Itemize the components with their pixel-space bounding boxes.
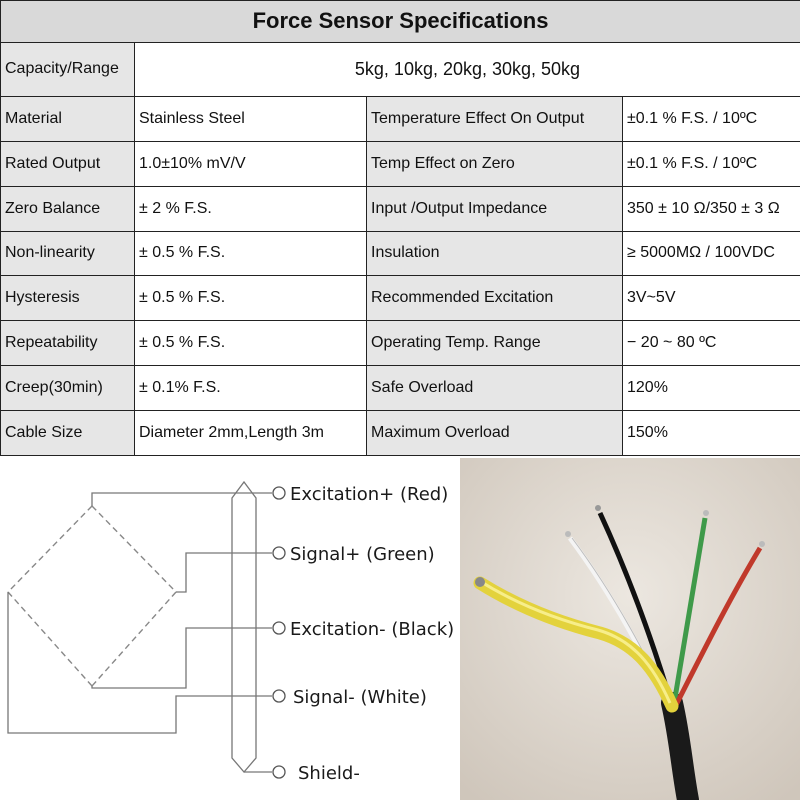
bridge-diamond xyxy=(7,505,177,687)
label-signal-pos: Signal+ (Green) xyxy=(290,544,435,565)
table-row: Cable Size Diameter 2mm,Length 3m Maximu… xyxy=(0,410,800,456)
wire-green xyxy=(671,517,708,705)
terminal-signal-pos xyxy=(272,546,286,560)
spec-label: Non-linearity xyxy=(0,230,135,277)
label-signal-neg: Signal- (White) xyxy=(293,687,427,708)
spec-label: Rated Output xyxy=(0,140,135,187)
spec-value: ≥ 5000MΩ / 100VDC xyxy=(622,230,800,277)
spec-value: ±0.1 % F.S. / 10ºC xyxy=(622,95,800,142)
spec-value: Stainless Steel xyxy=(134,95,367,142)
spec-label: Zero Balance xyxy=(0,185,135,232)
wire-red xyxy=(673,546,763,707)
spec-value: ± 2 % F.S. xyxy=(134,185,367,232)
spec-value: 3V~5V xyxy=(622,275,800,322)
table-row: Zero Balance ± 2 % F.S. Input /Output Im… xyxy=(0,185,800,232)
spec-table: Force Sensor Specifications Capacity/Ran… xyxy=(0,0,800,456)
spec-label: Input /Output Impedance xyxy=(366,185,623,232)
capacity-value: 5kg, 10kg, 20kg, 30kg, 50kg xyxy=(134,41,800,97)
spec-value: ± 0.5 % F.S. xyxy=(134,275,367,322)
terminal-shield xyxy=(272,765,286,779)
spec-value: ± 0.1% F.S. xyxy=(134,365,367,411)
spec-value: 150% xyxy=(622,410,800,456)
spec-label: Material xyxy=(0,95,135,142)
spec-value: Diameter 2mm,Length 3m xyxy=(134,410,367,456)
spec-value: 350 ± 10 Ω/350 ± 3 Ω xyxy=(622,185,800,232)
table-row: Creep(30min) ± 0.1% F.S. Safe Overload 1… xyxy=(0,365,800,411)
spec-label: Temp Effect on Zero xyxy=(366,140,623,187)
shield-tube xyxy=(231,480,257,773)
spec-label: Operating Temp. Range xyxy=(366,320,623,367)
table-row: Rated Output 1.0±10% mV/V Temp Effect on… xyxy=(0,140,800,187)
spec-label: Maximum Overload xyxy=(366,410,623,456)
black-cable xyxy=(661,692,699,800)
spec-label: Cable Size xyxy=(0,410,135,456)
spec-value: ±0.1 % F.S. / 10ºC xyxy=(622,140,800,187)
spec-label: Hysteresis xyxy=(0,275,135,322)
spec-label: Temperature Effect On Output xyxy=(366,95,623,142)
spec-value: 120% xyxy=(622,365,800,411)
spec-value: ± 0.5 % F.S. xyxy=(134,230,367,277)
cable-photo xyxy=(460,458,800,800)
table-title: Force Sensor Specifications xyxy=(0,0,800,43)
terminal-excitation-neg xyxy=(272,621,286,635)
table-row: Non-linearity ± 0.5 % F.S. Insulation ≥ … xyxy=(0,230,800,277)
spec-label: Recommended Excitation xyxy=(366,275,623,322)
wiring-diagram: Excitation+ (Red) Signal+ (Green) Excita… xyxy=(7,480,454,784)
terminal-circles xyxy=(272,486,286,779)
spec-value: 1.0±10% mV/V xyxy=(134,140,367,187)
spec-label: Safe Overload xyxy=(366,365,623,411)
spec-label: Insulation xyxy=(366,230,623,277)
spec-label: Repeatability xyxy=(0,320,135,367)
capacity-label: Capacity/Range xyxy=(0,41,135,97)
wire-lines xyxy=(7,492,272,734)
label-shield: Shield- xyxy=(298,763,360,784)
table-row: Hysteresis ± 0.5 % F.S. Recommended Exci… xyxy=(0,275,800,322)
table-row: Material Stainless Steel Temperature Eff… xyxy=(0,95,800,142)
label-excitation-pos: Excitation+ (Red) xyxy=(290,484,448,505)
terminal-signal-neg xyxy=(272,689,286,703)
table-row: Repeatability ± 0.5 % F.S. Operating Tem… xyxy=(0,320,800,367)
terminal-excitation-pos xyxy=(272,486,286,500)
spec-label: Creep(30min) xyxy=(0,365,135,411)
spec-value: ± 0.5 % F.S. xyxy=(134,320,367,367)
label-excitation-neg: Excitation- (Black) xyxy=(290,619,454,640)
spec-value: − 20 ~ 80 ºC xyxy=(622,320,800,367)
